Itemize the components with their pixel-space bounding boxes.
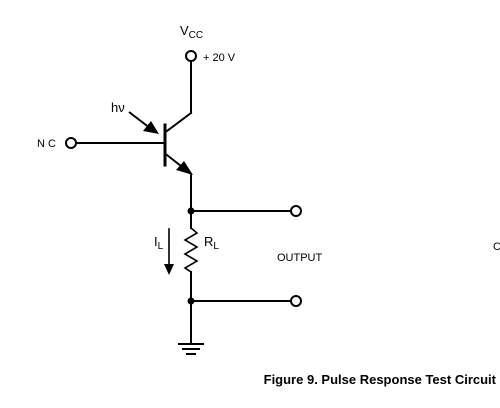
- light-arrow-icon: [143, 121, 159, 134]
- current-label: IL: [154, 234, 164, 252]
- vcc-terminal: [185, 50, 197, 62]
- output-label: OUTPUT: [277, 252, 323, 264]
- vcc-label: VCC: [180, 23, 203, 41]
- light-label: hν: [111, 100, 125, 115]
- emitter-arrow-icon: [176, 161, 193, 175]
- current-arrowhead-icon: [164, 264, 174, 275]
- edge-fragment-label: C: [493, 241, 500, 253]
- nc-label: N C: [37, 138, 56, 150]
- figure-caption: Figure 9. Pulse Response Test Circuit: [263, 372, 496, 387]
- junction-dot: [187, 297, 195, 305]
- resistor-rl: [183, 226, 199, 274]
- output-bottom-terminal: [290, 295, 302, 307]
- supply-voltage-label: + 20 V: [203, 52, 236, 64]
- output-top-terminal: [290, 205, 302, 217]
- nc-terminal: [65, 137, 77, 149]
- resistor-label: RL: [204, 234, 219, 252]
- ground-icon: [178, 343, 204, 355]
- junction-dot: [187, 207, 195, 215]
- collector-lead: [165, 111, 193, 133]
